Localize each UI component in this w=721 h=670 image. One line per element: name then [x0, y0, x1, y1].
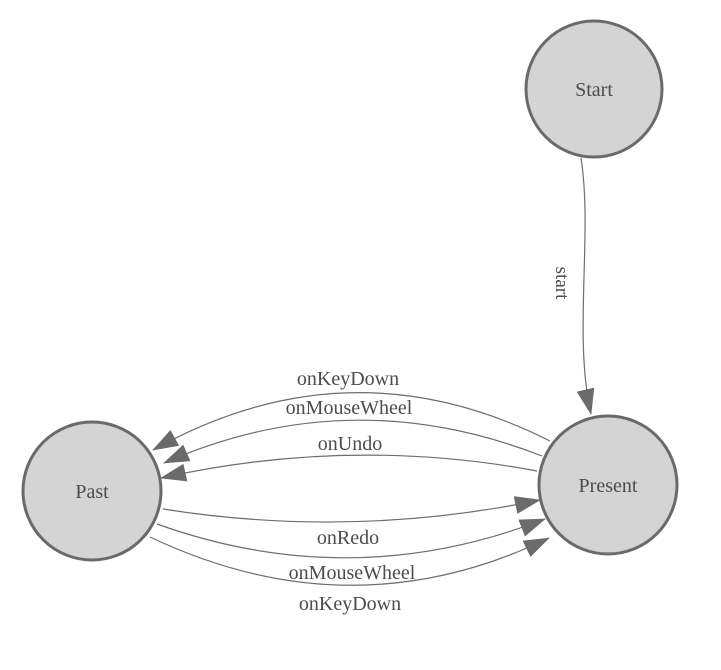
edge-label-start: start [551, 267, 572, 300]
edge-label-onmousewheel-bottom: onMouseWheel [289, 562, 416, 584]
edge-onkeydown-to-past[interactable] [152, 392, 551, 451]
edge-label-onmousewheel-top: onMouseWheel [286, 397, 413, 419]
state-node-group-start: Start [524, 19, 664, 159]
edge-onundo-to-past[interactable] [160, 454, 538, 482]
state-node-present[interactable] [537, 414, 679, 556]
edge-label-onredo: onRedo [317, 527, 379, 549]
edge-onkeydown-to-present[interactable] [149, 536, 550, 586]
state-node-past[interactable] [21, 420, 163, 562]
edge-start-to-present[interactable] [576, 157, 595, 415]
state-node-start[interactable] [524, 19, 664, 159]
edge-onredo-to-present[interactable] [162, 496, 541, 523]
state-node-group-present: Present [537, 414, 679, 556]
edge-onmousewheel-to-past[interactable] [163, 419, 543, 464]
edge-label-onundo: onUndo [318, 433, 382, 455]
edge-onmousewheel-to-present[interactable] [156, 518, 546, 559]
edge-label-onkeydown-top: onKeyDown [297, 368, 399, 390]
state-node-group-past: Past [21, 420, 163, 562]
edge-label-onkeydown-bottom: onKeyDown [299, 593, 401, 615]
